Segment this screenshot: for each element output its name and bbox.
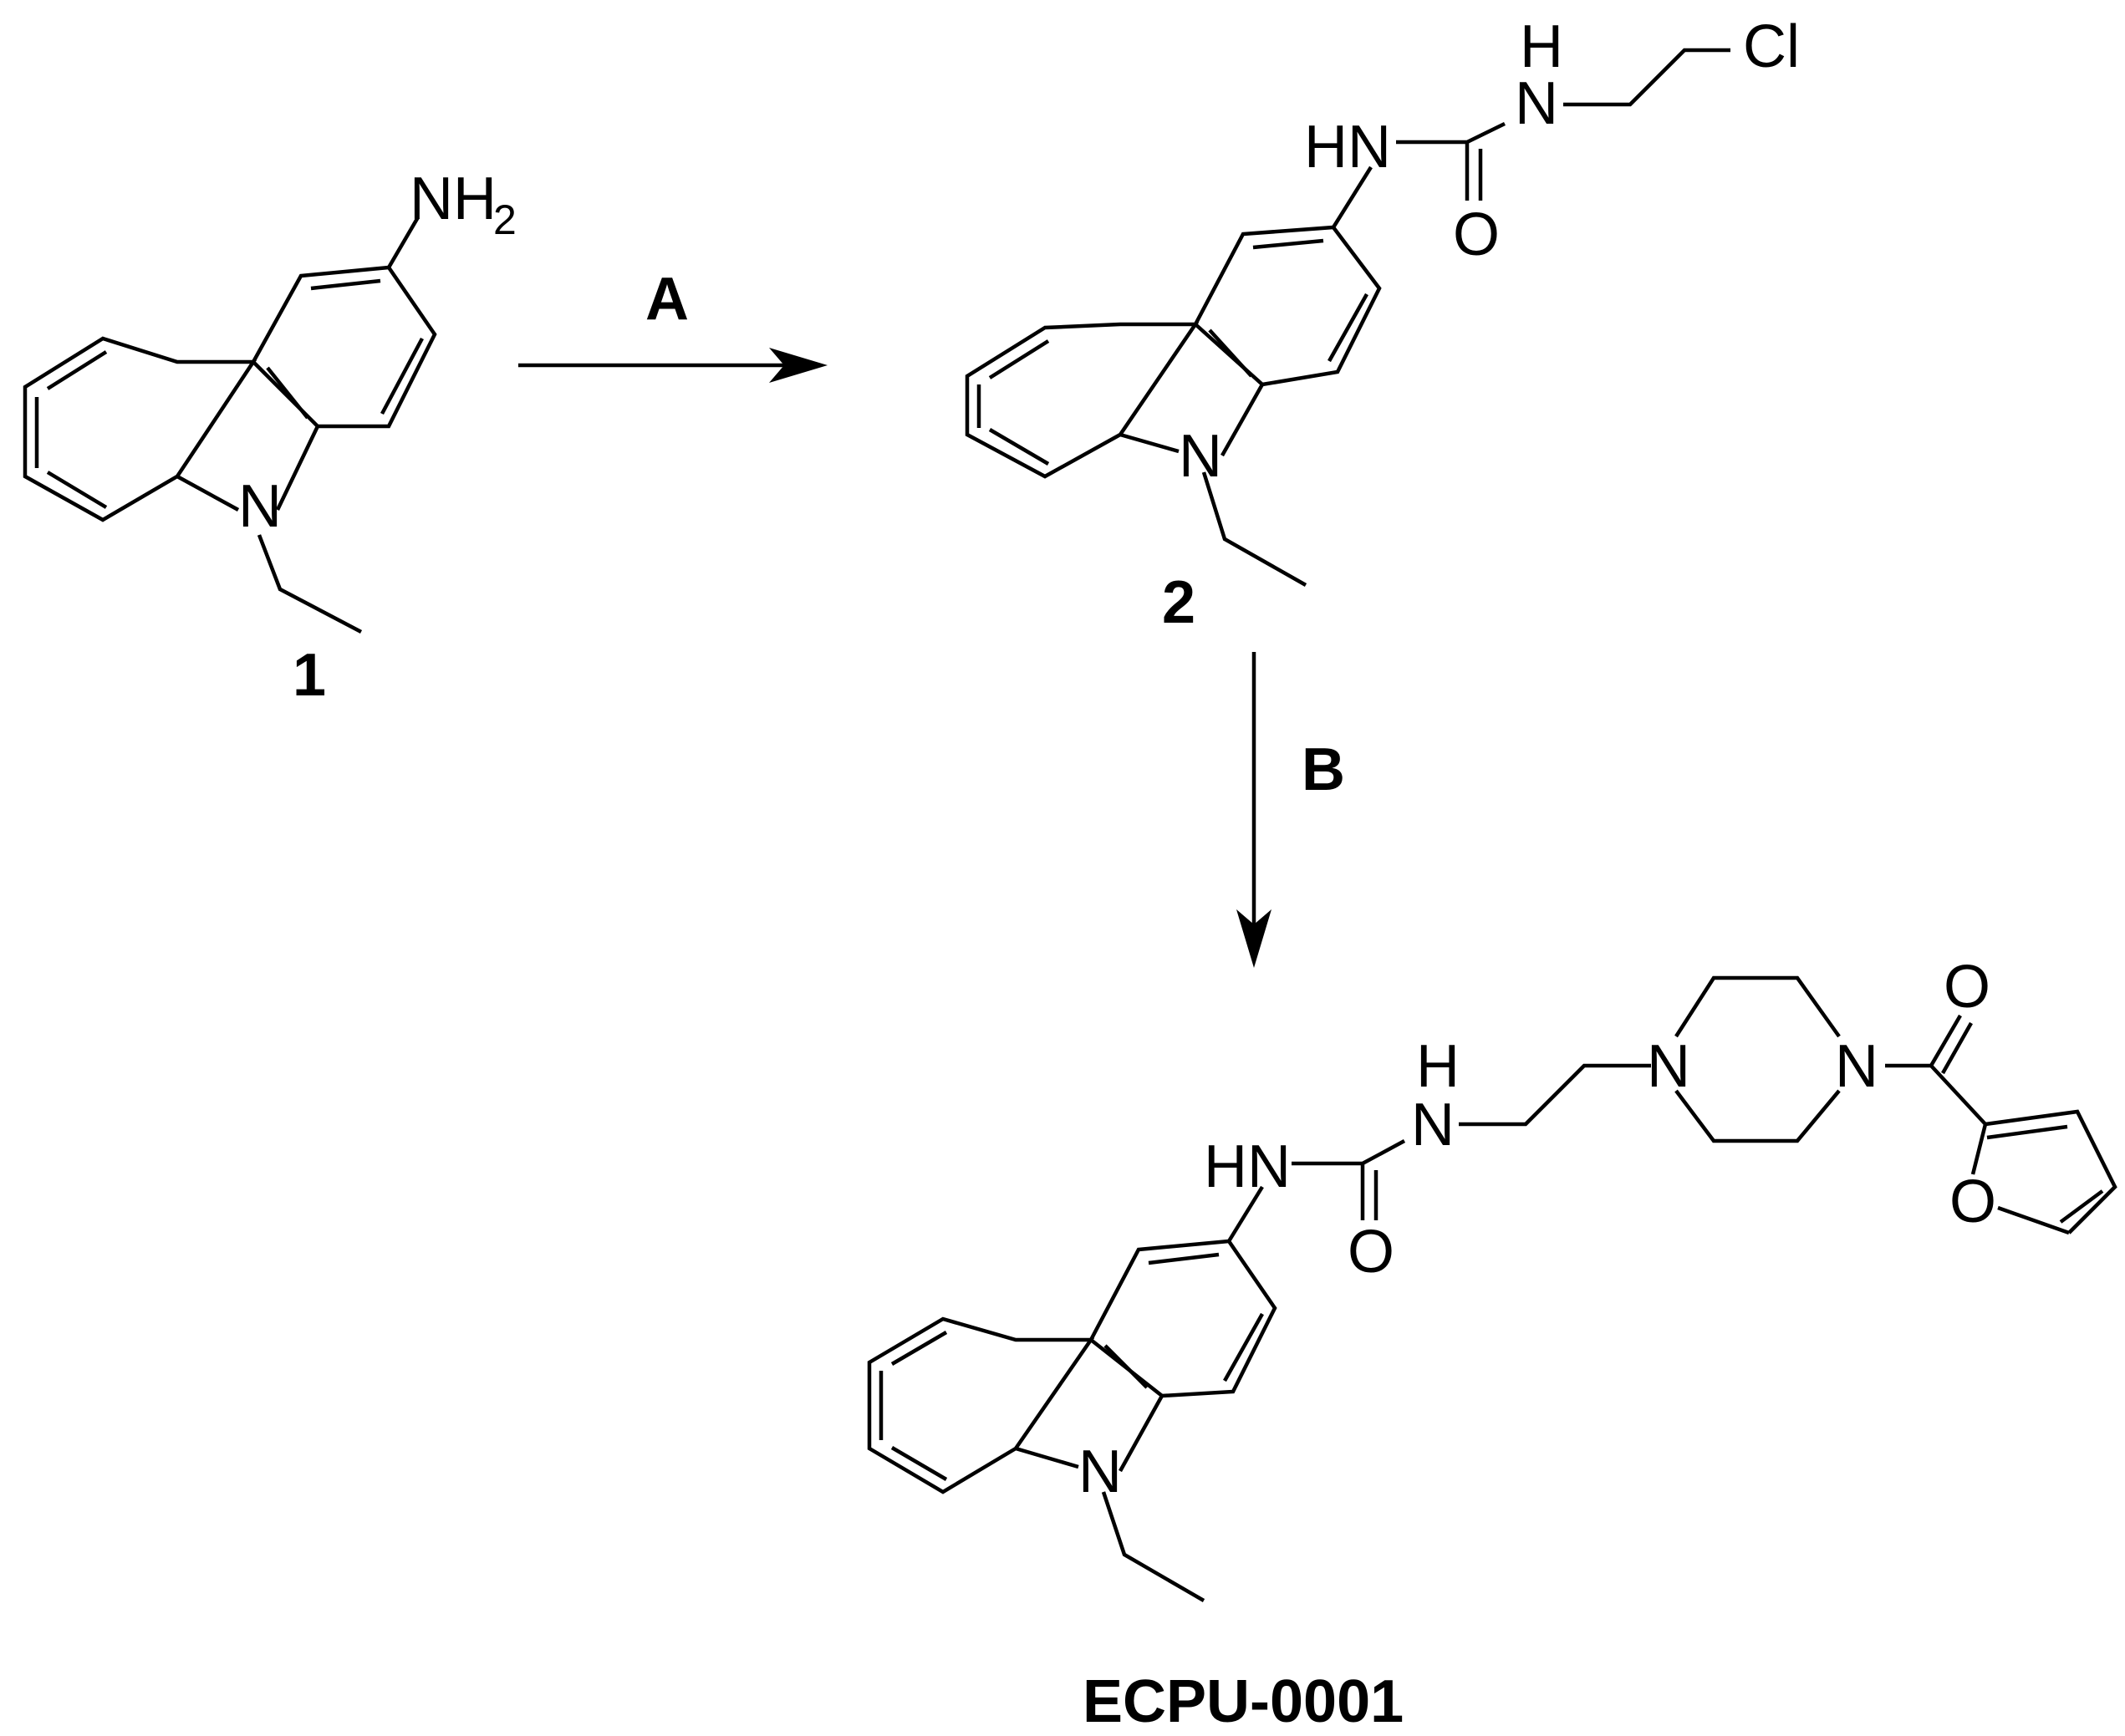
arrow-step-b bbox=[1236, 652, 1271, 968]
product-furan-o: O bbox=[1949, 1168, 1996, 1235]
compound-1-amine-nh: NH bbox=[410, 165, 497, 232]
product-piperazine-n1: N bbox=[1647, 1033, 1690, 1100]
product-ring-n: N bbox=[1078, 1438, 1122, 1505]
arrow-step-a-label: A bbox=[645, 266, 689, 333]
arrow-step-a bbox=[518, 348, 828, 383]
compound-1-ring-n: N bbox=[238, 473, 282, 540]
compound-2-structure bbox=[965, 48, 1730, 587]
product-amide-n: N bbox=[1411, 1092, 1455, 1158]
arrow-step-b-label: B bbox=[1302, 736, 1345, 803]
compound-2-carbonyl-o: O bbox=[1453, 201, 1500, 268]
compound-2-amide-n: N bbox=[1515, 70, 1558, 137]
product-hn: HN bbox=[1204, 1133, 1291, 1200]
compound-1-amine-subscript: 2 bbox=[493, 196, 517, 243]
product-urea-o: O bbox=[1348, 1219, 1394, 1285]
product-piperazine-n2: N bbox=[1835, 1033, 1878, 1100]
compound-2-amide-h: H bbox=[1520, 13, 1563, 80]
product-label: ECPU-0001 bbox=[1083, 1668, 1404, 1735]
compound-1-structure bbox=[23, 216, 437, 634]
product-structure bbox=[867, 975, 2117, 1602]
compound-1-label: 1 bbox=[293, 642, 326, 709]
product-amide-h: H bbox=[1416, 1033, 1460, 1100]
compound-2-hn: HN bbox=[1304, 114, 1391, 181]
compound-2-ring-n: N bbox=[1179, 423, 1222, 490]
compound-2-label: 2 bbox=[1162, 569, 1195, 636]
product-carbonyl-o: O bbox=[1944, 954, 1990, 1021]
compound-2-chlorine: Cl bbox=[1743, 13, 1800, 80]
